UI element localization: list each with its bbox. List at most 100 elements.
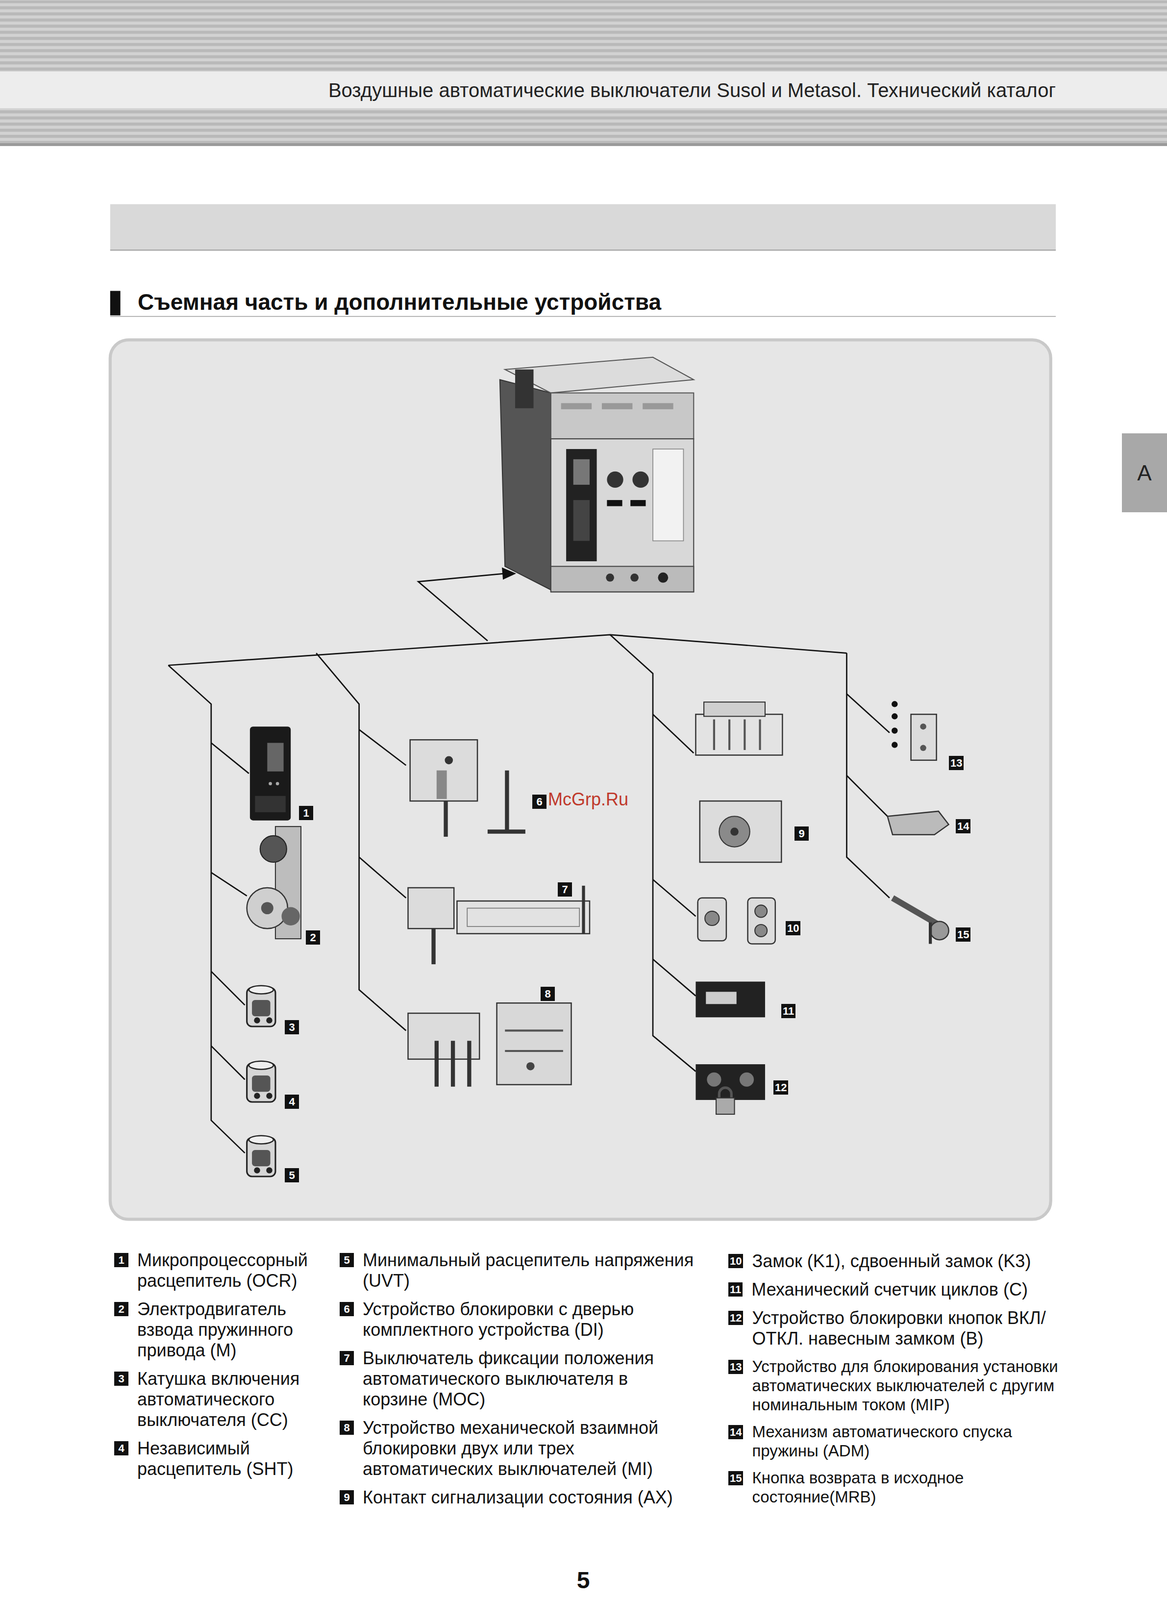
legend-text: Устройство блокировки кнопок ВКЛ/ОТКЛ. н… — [751, 1307, 1066, 1349]
art-part — [846, 652, 890, 898]
art-part — [254, 795, 286, 813]
art-part — [261, 901, 274, 915]
art-part — [110, 290, 121, 316]
running-header: Воздушные автоматические выключатели Sus… — [328, 78, 1056, 102]
legend-item: 10Замок (K1), сдвоенный замок (K3) — [728, 1250, 1066, 1272]
art-part — [705, 991, 737, 1004]
art-part — [211, 1045, 246, 1080]
legend-column: 5 Минимальный расцепитель напряжения (UVT… — [339, 1249, 696, 1516]
coil-unit — [247, 1061, 276, 1102]
legend-column: 10Замок (K1), сдвоенный замок (K3)11Меха… — [728, 1250, 1066, 1515]
callout-number: 1 — [298, 805, 314, 820]
art-part — [168, 634, 847, 666]
art-part — [695, 1064, 766, 1100]
callout-number: 11 — [781, 1003, 796, 1019]
art-part — [168, 665, 245, 1153]
art-part — [754, 924, 768, 937]
art-part — [747, 897, 776, 944]
art-part — [657, 572, 669, 583]
art-part — [601, 402, 633, 409]
art-part — [443, 800, 448, 837]
page-number: 5 — [563, 1566, 603, 1594]
art-part — [642, 402, 673, 409]
art-part — [359, 729, 407, 766]
door-interlock — [410, 739, 526, 837]
art-part — [410, 739, 478, 801]
art-part — [499, 379, 551, 591]
art-part — [699, 800, 782, 863]
legend-item: 6Устройство блокировки с дверью комплект… — [339, 1298, 696, 1341]
art-part — [730, 827, 739, 836]
art-part — [703, 701, 766, 717]
art-part — [110, 249, 1056, 251]
art-part — [891, 713, 898, 720]
legend-item: 9 Контакт сигнализации состояния (AX) — [339, 1487, 696, 1508]
art-part — [846, 694, 890, 733]
motor-unit — [247, 826, 301, 939]
ax-contact — [695, 701, 783, 863]
art-part — [444, 756, 453, 765]
art-part — [713, 719, 716, 750]
art-part — [526, 1062, 535, 1071]
art-part — [891, 727, 898, 734]
art-part — [110, 204, 1056, 251]
legend-text: Минимальный расцепитель напряжения (UVT) — [362, 1249, 696, 1292]
legend-number: 13 — [728, 1359, 744, 1374]
section-tab: A — [1121, 433, 1167, 513]
art-part — [652, 959, 696, 996]
legend-text: Кнопка возврата в исходное состояние(MRB… — [751, 1467, 1066, 1507]
art-part — [573, 459, 590, 485]
breaker-illustration — [499, 357, 694, 593]
legend-text: Выключатель фиксации положения автоматич… — [362, 1347, 696, 1410]
art-part — [436, 770, 447, 799]
art-part — [260, 835, 287, 863]
art-part — [581, 885, 585, 934]
legend-item: 14Механизм автоматического спуска пружин… — [728, 1421, 1066, 1461]
legend-number: 4 — [114, 1440, 129, 1456]
legend-item: 3Катушка включения автоматического выклю… — [114, 1368, 319, 1431]
art-part — [211, 742, 249, 773]
header-band — [0, 0, 1167, 147]
legend-item: 15 Кнопка возврата в исходное состояние(M… — [728, 1467, 1066, 1507]
callout-number: 15 — [955, 927, 971, 942]
art-part — [697, 897, 727, 941]
art-part — [573, 499, 590, 541]
ocr-unit — [249, 726, 291, 820]
callout-number: 6 — [532, 794, 547, 809]
art-part — [630, 573, 639, 582]
art-part — [911, 714, 937, 761]
adm-part — [887, 811, 949, 835]
legend-text: Катушка включения автоматического выключ… — [137, 1368, 319, 1431]
art-part — [652, 714, 694, 753]
art-part — [566, 448, 597, 562]
mrb-lever — [892, 897, 949, 944]
art-part — [716, 1097, 735, 1115]
art-part — [739, 1072, 754, 1087]
art-part — [450, 1040, 455, 1087]
mi-interlock — [408, 1002, 572, 1087]
art-part — [247, 887, 288, 929]
legend-text: Микропроцессорный расцепитель (OCR) — [137, 1249, 319, 1292]
art-part — [928, 922, 932, 944]
legend-number: 5 — [339, 1252, 354, 1267]
art-part — [630, 499, 646, 506]
legend-text: Электродвигатель взвода пружинного приво… — [137, 1298, 319, 1361]
mip-plate — [891, 700, 937, 761]
art-part — [268, 781, 273, 786]
legend-number: 9 — [339, 1489, 354, 1505]
legend-number: 14 — [728, 1424, 744, 1440]
figure-panel — [110, 339, 1051, 1219]
legend-text: Устройство блокировки с дверью комплектн… — [362, 1298, 696, 1341]
art-part — [504, 1049, 564, 1052]
legend-text: Контакт сигнализации состояния (AX) — [362, 1487, 696, 1508]
art-part — [719, 816, 750, 847]
legend-number: 7 — [339, 1350, 354, 1366]
art-part — [211, 872, 248, 896]
legend-number: 2 — [114, 1301, 129, 1316]
art-part — [758, 719, 761, 750]
legend-item: 8Устройство механической взаимной блокир… — [339, 1417, 696, 1480]
legend-number: 15 — [728, 1470, 744, 1486]
art-part — [418, 573, 505, 641]
legend-item: 1Микропроцессорный расцепитель (OCR) — [114, 1249, 319, 1292]
